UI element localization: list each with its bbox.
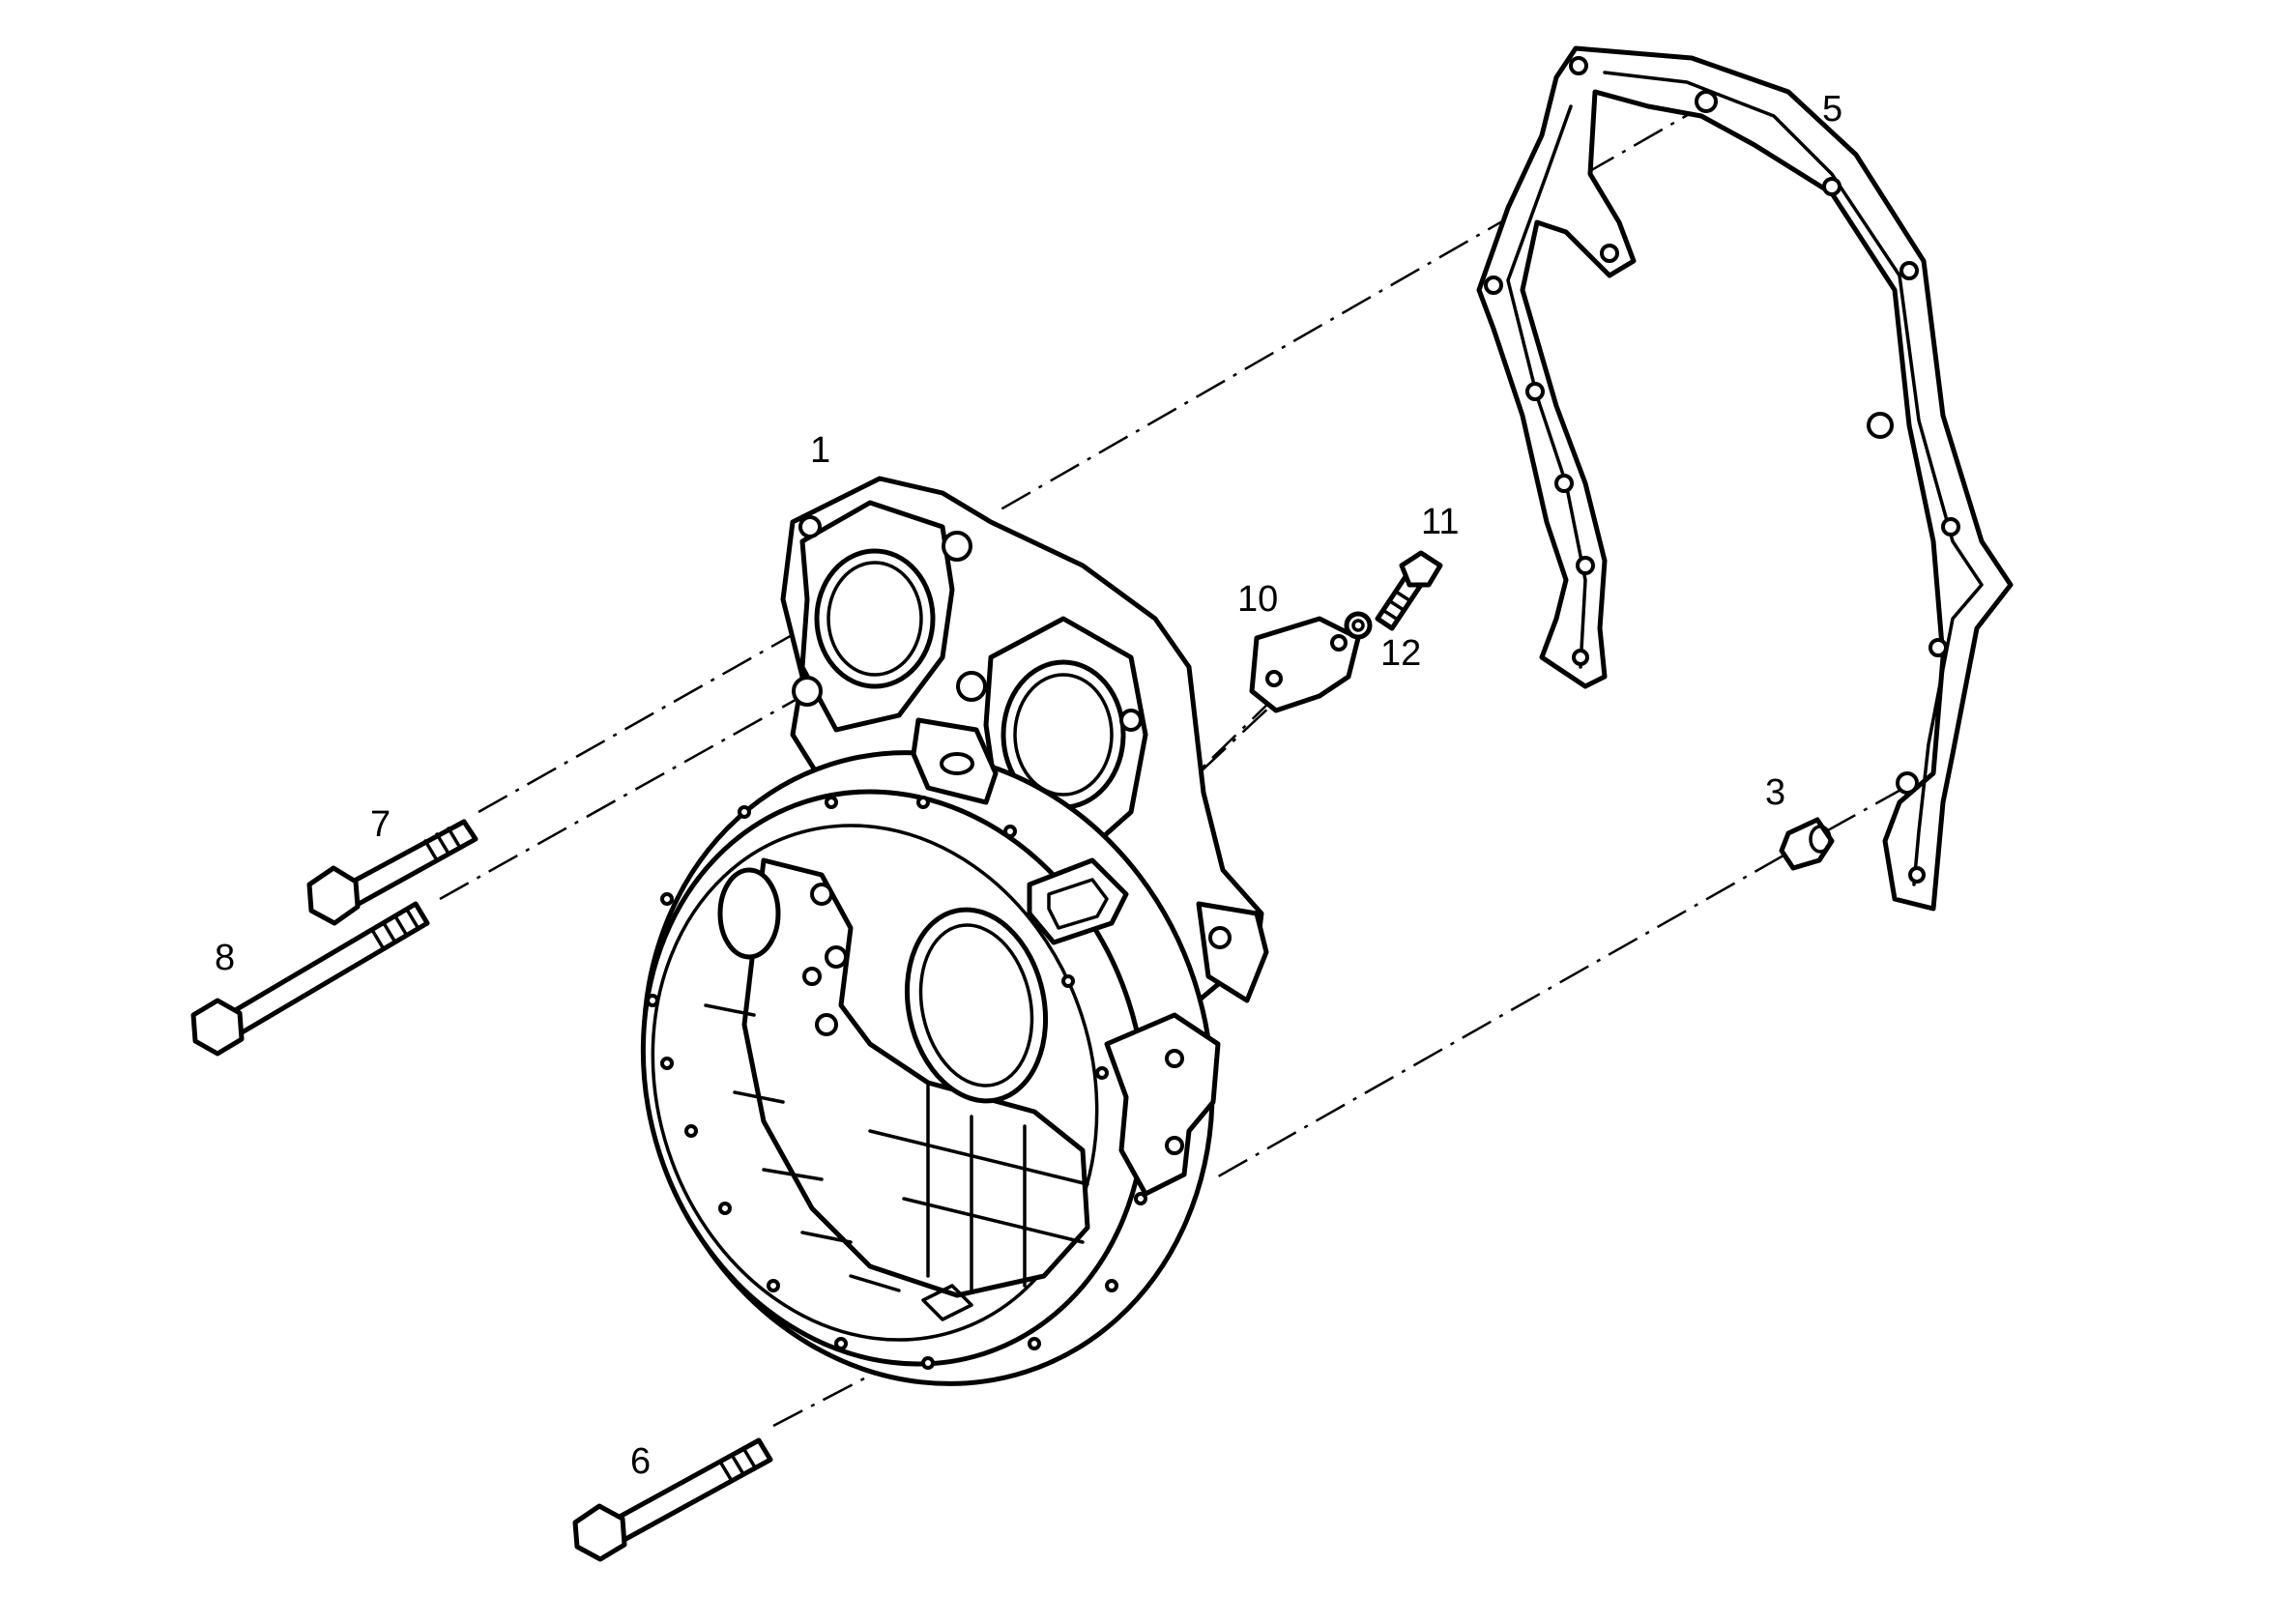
bore-right-inner <box>1013 673 1114 797</box>
cover-plate <box>1249 616 1361 713</box>
face-hole <box>802 967 822 986</box>
housing-hole <box>1119 709 1143 732</box>
gasket-hole <box>1484 276 1503 295</box>
screw-11-thread <box>1382 590 1411 622</box>
screw-part-11 <box>1375 550 1443 631</box>
face-hole <box>815 1013 838 1036</box>
cover-plate-hole <box>1265 670 1283 687</box>
dowel-part-3 <box>1779 817 1835 871</box>
bolt-7-thread <box>423 826 462 862</box>
gasket-hole <box>1867 412 1894 439</box>
gasket-hole <box>1896 771 1919 795</box>
gasket-hole <box>1928 638 1948 657</box>
gasket-hole <box>1900 261 1919 280</box>
callout-1: 1 <box>810 430 830 471</box>
leader-line-dowel-3 <box>1816 786 1905 838</box>
flywheel-housing-part-1 <box>640 476 1269 1386</box>
washer-outer <box>1344 611 1373 640</box>
housing-center-opening-inner <box>918 923 1034 1088</box>
dowel-body <box>1779 817 1835 871</box>
gasket-inner-edge <box>1603 71 1984 886</box>
callout-7: 7 <box>370 804 391 845</box>
screw-11-head <box>1399 550 1443 588</box>
leader-line-gasket-top <box>995 100 1712 514</box>
face-hole <box>825 945 848 969</box>
housing-hole <box>956 671 987 702</box>
bolt-6-thread <box>718 1446 757 1483</box>
bore-left <box>814 548 936 689</box>
bracket-hole <box>1165 1136 1184 1155</box>
callout-5: 5 <box>1822 89 1842 130</box>
housing-hole <box>798 515 822 538</box>
gasket-hole <box>1600 244 1619 263</box>
housing-hole <box>792 676 823 707</box>
housing-face-bore <box>717 867 781 960</box>
cover-plate-part-10 <box>1249 616 1361 713</box>
bolt-part-8 <box>190 901 430 1057</box>
leader-line-housing-bottom <box>1212 854 1784 1181</box>
gasket-part-5 <box>1476 45 2014 912</box>
housing-center-opening <box>904 907 1049 1104</box>
callout-12: 12 <box>1380 633 1421 674</box>
gasket-hole <box>1554 474 1574 493</box>
gasket-hole <box>1576 556 1595 575</box>
housing-bell-rim-inner <box>651 824 1099 1342</box>
leader-line-washer-12 <box>1120 632 1349 847</box>
callout-10: 10 <box>1237 579 1278 620</box>
dowel-end <box>1809 825 1832 854</box>
gasket-hole <box>1525 382 1545 401</box>
housing-inner-slots <box>704 1003 901 1292</box>
housing-ribs <box>868 1081 1089 1292</box>
rim-holes <box>646 796 1147 1370</box>
leader-line-bolt-8 <box>439 694 803 901</box>
bolt-part-7 <box>306 819 478 926</box>
housing-square-port-inner <box>1047 878 1109 930</box>
bolt-8-thread <box>370 908 420 951</box>
bore-left-inner <box>826 561 923 677</box>
gasket-hole <box>1569 56 1588 75</box>
bolt-part-6 <box>572 1437 773 1562</box>
bolt-8-shank <box>224 901 430 1037</box>
gasket-hole <box>1572 649 1589 666</box>
housing-lower-mark <box>921 1284 973 1321</box>
center-boss-hole <box>940 752 974 775</box>
callout-3: 3 <box>1765 772 1785 813</box>
housing-inner-plate <box>741 857 1090 1298</box>
bolt-8-head <box>190 998 245 1057</box>
bolt-6-head <box>572 1503 627 1562</box>
bolt-7-head <box>306 865 361 926</box>
gasket-hole <box>1822 177 1842 196</box>
gasket-hole <box>1695 90 1718 113</box>
lug-hole <box>1208 926 1232 949</box>
washer-part-12 <box>1344 611 1373 640</box>
washer-inner <box>1351 619 1365 632</box>
cover-plate-hole <box>1330 634 1348 652</box>
callout-6: 6 <box>630 1441 651 1482</box>
gasket-outline <box>1476 45 2014 912</box>
callout-11: 11 <box>1421 502 1459 542</box>
gasket-hole <box>1941 517 1960 536</box>
face-hole <box>810 883 833 906</box>
bracket-hole <box>1165 1049 1184 1068</box>
housing-hole <box>942 531 972 562</box>
callout-8: 8 <box>215 938 235 978</box>
gasket-hole <box>1908 866 1926 884</box>
callouts: 1 3 5 6 7 8 10 11 12 <box>215 89 1842 1482</box>
housing-side-bracket <box>1104 1012 1221 1197</box>
